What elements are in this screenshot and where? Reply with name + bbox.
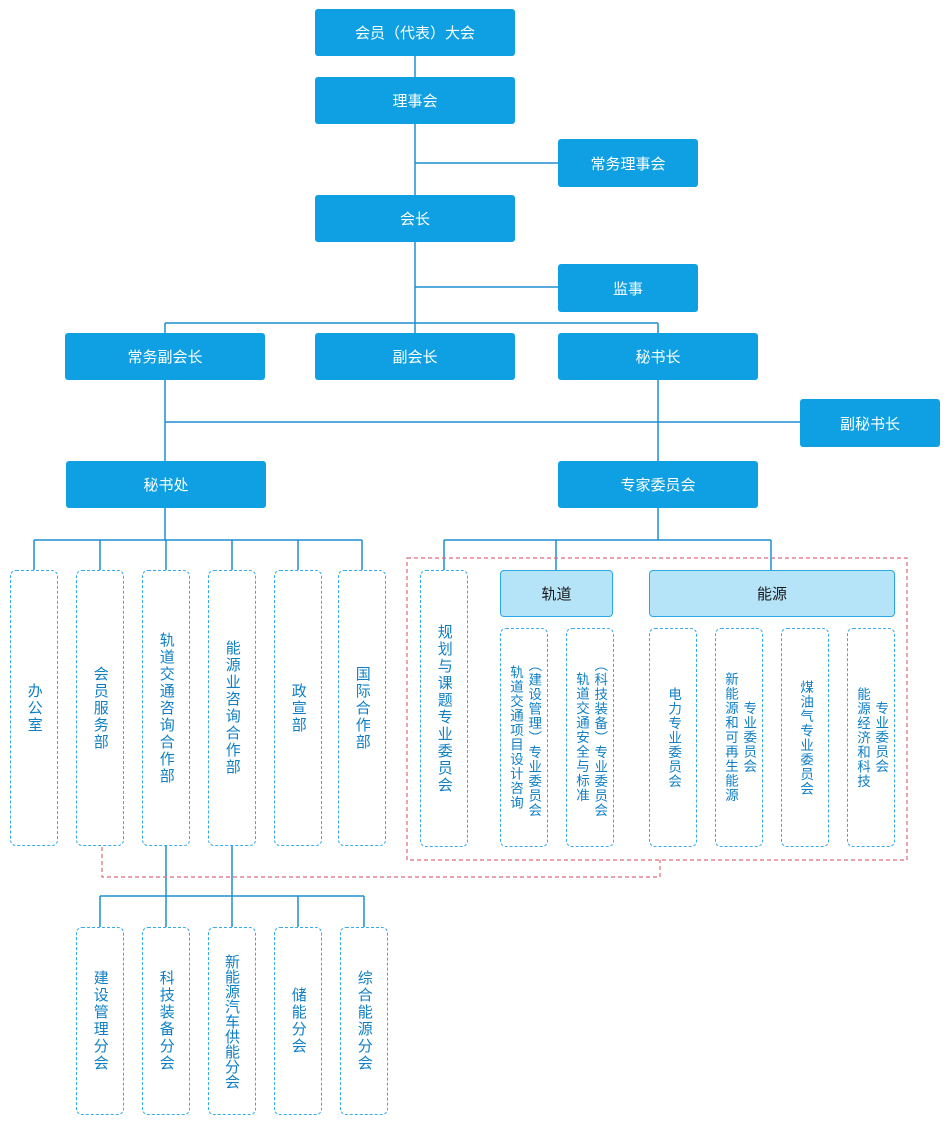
group-energy: 能源 <box>649 570 895 617</box>
node-secretary-general: 秘书长 <box>558 333 758 380</box>
branch-construction-management: 建设管理分会 <box>76 927 124 1115</box>
dept-label: 政宣部 <box>289 682 308 734</box>
dept-label: 能源业咨询合作部 <box>223 640 242 776</box>
node-label: 秘书处 <box>143 476 189 494</box>
dept-rail-consulting: 轨道交通咨询合作部 <box>142 570 190 846</box>
node-supervisor: 监事 <box>558 264 698 312</box>
branch-label: 新能源汽车供能分会 <box>223 953 241 1089</box>
committee-label-line: 轨道交通项目设计咨询 <box>507 665 523 810</box>
committee-energy-economics: 能源经济和科技 专业委员会 <box>847 628 895 847</box>
node-label: 常务理事会 <box>590 154 666 173</box>
group-rail: 轨道 <box>500 570 613 617</box>
node-vp: 副会长 <box>315 333 515 380</box>
expert-group-outline <box>406 557 908 861</box>
node-label: 秘书长 <box>635 348 681 366</box>
dept-label: 国际合作部 <box>353 665 372 751</box>
committee-label-line: 专业委员会 <box>740 701 757 774</box>
branch-tech-equipment: 科技装备分会 <box>142 927 190 1115</box>
committee-label-line: （建设管理）专业委员会 <box>525 657 542 818</box>
dept-office: 办公室 <box>10 570 58 846</box>
committee-label-line: 轨道交通安全与标准 <box>573 672 589 803</box>
committee-label-line: 新能源和可再生能源 <box>722 672 738 803</box>
committee-label-line: 专业委员会 <box>872 701 889 774</box>
node-expert-committee: 专家委员会 <box>558 461 758 508</box>
node-label: 理事会 <box>392 92 438 110</box>
branch-label: 储能分会 <box>289 987 308 1055</box>
node-label: 监事 <box>612 279 643 298</box>
dept-international: 国际合作部 <box>338 570 386 846</box>
committee-coal-oil-gas: 煤油气专业委员会 <box>781 628 829 847</box>
committee-label-line: （科技装备）专业委员会 <box>591 657 608 818</box>
branch-label: 建设管理分会 <box>91 970 110 1072</box>
committee-power: 电力专业委员会 <box>649 628 697 847</box>
node-label: 会长 <box>399 210 430 228</box>
node-president: 会长 <box>315 195 515 242</box>
branch-nev-energy-supply: 新能源汽车供能分会 <box>208 927 256 1115</box>
node-exec-vp: 常务副会长 <box>65 333 265 380</box>
node-label: 专家委员会 <box>620 476 696 494</box>
node-label: 会员（代表）大会 <box>354 24 475 42</box>
dept-label: 轨道交通咨询合作部 <box>157 631 176 785</box>
branch-integrated-energy: 综合能源分会 <box>340 927 388 1115</box>
committee-rail-construction: 轨道交通项目设计咨询 （建设管理）专业委员会 <box>500 628 548 847</box>
committee-rail-safety: 轨道交通安全与标准 （科技装备）专业委员会 <box>566 628 614 847</box>
dept-energy-consulting: 能源业咨询合作部 <box>208 570 256 846</box>
committee-new-energy: 新能源和可再生能源 专业委员会 <box>715 628 763 847</box>
node-standing-council: 常务理事会 <box>558 139 698 187</box>
node-label: 常务副会长 <box>127 348 203 366</box>
node-deputy-secretary-general: 副秘书长 <box>800 399 940 447</box>
dept-member-services: 会员服务部 <box>76 570 124 846</box>
node-council: 理事会 <box>315 77 515 124</box>
committee-label-line: 电力专业委员会 <box>665 686 682 789</box>
branch-label: 综合能源分会 <box>355 970 374 1072</box>
dept-publicity: 政宣部 <box>274 570 322 846</box>
group-label: 轨道 <box>541 585 572 603</box>
branch-label: 科技装备分会 <box>157 970 176 1072</box>
dept-label: 办公室 <box>25 682 44 734</box>
branch-energy-storage: 储能分会 <box>274 927 322 1115</box>
red-dashed-link <box>101 847 661 878</box>
dept-label: 会员服务部 <box>91 665 110 751</box>
node-label: 副秘书长 <box>839 414 900 433</box>
committee-label: 规划与课题专业委员会 <box>435 623 454 794</box>
group-label: 能源 <box>756 585 787 603</box>
committee-label-line: 能源经济和科技 <box>854 686 870 789</box>
node-congress: 会员（代表）大会 <box>315 9 515 56</box>
node-label: 副会长 <box>392 348 438 366</box>
committee-planning: 规划与课题专业委员会 <box>420 570 468 847</box>
committee-label-line: 煤油气专业委员会 <box>797 679 814 796</box>
node-secretariat: 秘书处 <box>66 461 266 508</box>
